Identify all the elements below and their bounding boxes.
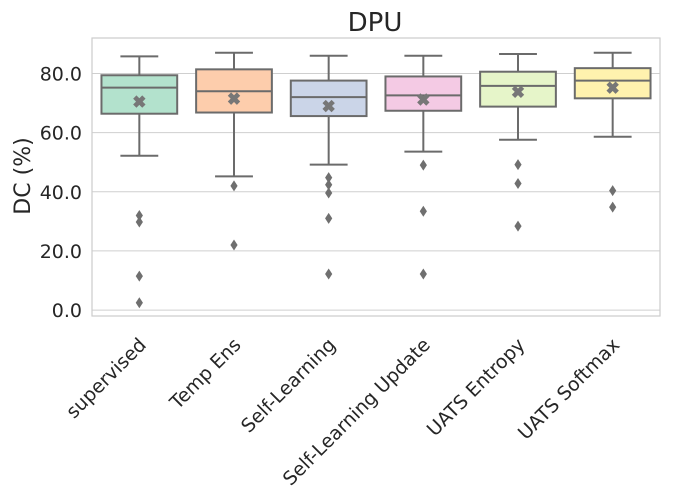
mean-marker — [606, 81, 619, 94]
outlier-point — [609, 201, 617, 213]
plot-frame — [91, 37, 661, 317]
iqr-box — [289, 79, 368, 118]
outlier-point — [609, 185, 617, 197]
outlier-point — [325, 187, 333, 199]
iqr-box — [384, 75, 463, 112]
outlier-point — [514, 178, 522, 190]
boxes — [100, 51, 652, 309]
y-tick-label: 80.0 — [40, 63, 82, 85]
y-tick-labels: 0.0 20.0 40.0 60.0 80.0 — [40, 63, 82, 322]
box-group — [195, 51, 273, 251]
box-group — [573, 51, 652, 213]
x-tick-label: supervised — [62, 334, 151, 423]
x-tick-label: Temp Ens — [165, 334, 245, 414]
y-tick-label: 20.0 — [40, 241, 82, 263]
chart-title: DPU — [348, 8, 403, 38]
box-group — [289, 54, 368, 280]
grid-lines — [92, 72, 660, 311]
y-axis-label: DC (%) — [11, 137, 36, 214]
mean-marker — [511, 85, 525, 99]
mean-marker — [133, 95, 146, 108]
x-tick-label: Self-Learning — [237, 334, 340, 437]
outlier-point — [419, 159, 427, 171]
iqr-box — [100, 74, 179, 115]
y-tick-label: 0.0 — [52, 300, 82, 322]
mean-marker — [227, 92, 241, 105]
outlier-point — [514, 220, 522, 232]
y-tick-label: 60.0 — [40, 123, 82, 145]
outlier-point — [135, 297, 143, 309]
box-group — [100, 55, 179, 309]
outlier-point — [325, 212, 333, 224]
mean-marker — [417, 93, 430, 106]
outlier-point — [514, 159, 522, 171]
outlier-point — [325, 179, 333, 191]
box-group — [384, 54, 463, 280]
outlier-point — [325, 268, 333, 280]
outlier-point — [230, 239, 238, 251]
y-tick-label: 40.0 — [40, 182, 82, 204]
outlier-point — [419, 205, 427, 217]
outlier-point — [230, 180, 238, 192]
outlier-point — [135, 270, 143, 282]
outlier-point — [135, 216, 143, 228]
outlier-point — [135, 209, 143, 221]
x-tick-label: UATS Entropy — [423, 334, 530, 441]
x-tick-label: UATS Softmax — [514, 334, 624, 444]
outlier-point — [325, 172, 333, 184]
box-group — [479, 52, 557, 232]
mean-marker — [322, 99, 335, 113]
outlier-point — [419, 268, 427, 280]
iqr-box — [573, 67, 652, 100]
